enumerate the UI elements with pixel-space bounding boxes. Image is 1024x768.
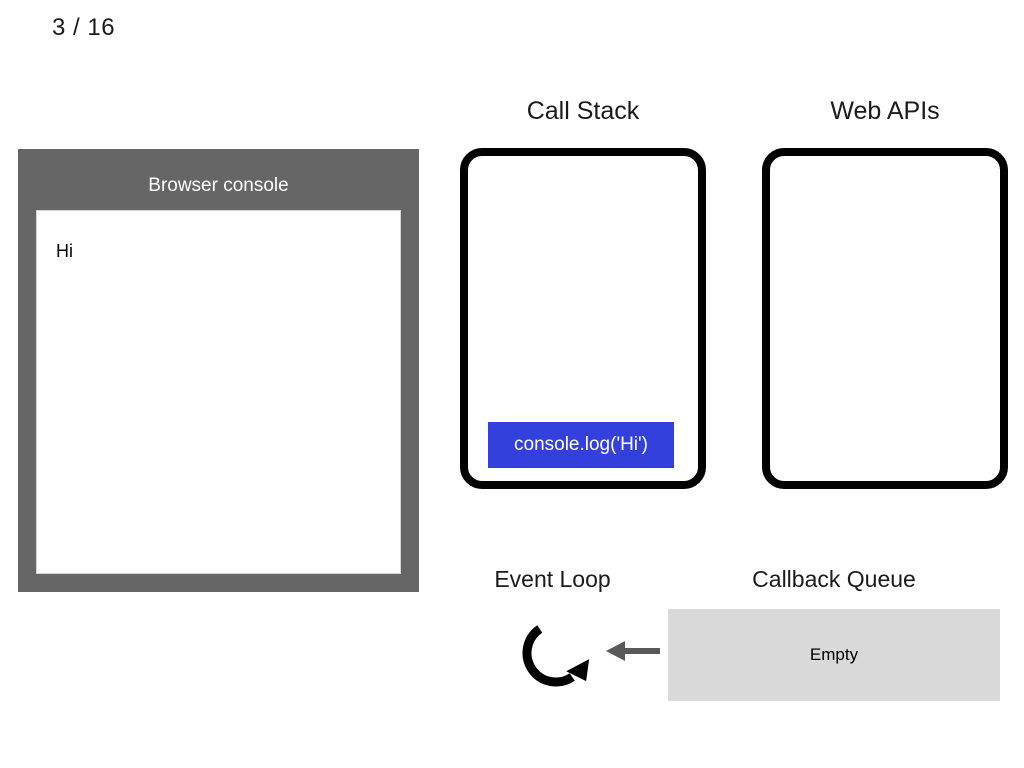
call-stack-title: Call Stack <box>526 97 640 125</box>
call-stack-box: console.log('Hi') <box>460 148 706 489</box>
left-arrow-icon <box>604 638 660 664</box>
call-stack-frame: console.log('Hi') <box>488 422 674 468</box>
browser-console-panel: Browser console Hi <box>18 149 419 592</box>
console-log-line: Hi <box>56 241 73 261</box>
event-loop-title: Event Loop <box>494 566 611 592</box>
call-stack-frame-label: console.log('Hi') <box>514 434 648 455</box>
web-apis-title: Web APIs <box>830 97 940 125</box>
circular-arrow-icon <box>516 613 596 693</box>
callback-queue-status: Empty <box>809 645 859 664</box>
callback-queue-box: Empty <box>668 609 1000 701</box>
web-apis-box <box>762 148 1008 489</box>
slide-counter: 3 / 16 <box>52 14 116 41</box>
browser-console-title: Browser console <box>148 175 289 196</box>
console-output-area: Hi <box>36 210 401 574</box>
callback-queue-title: Callback Queue <box>752 566 916 592</box>
